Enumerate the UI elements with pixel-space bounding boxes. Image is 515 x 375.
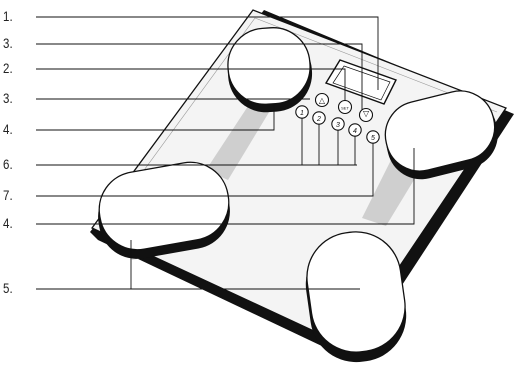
memory-button-1-label: 1 (300, 110, 304, 117)
leader-line-1 (36, 16, 379, 90)
callout-label-3b: 3. (3, 91, 13, 106)
control-buttons: △ SET △ 1 2 3 (295, 92, 380, 144)
foot-pad-upper-left (227, 27, 313, 113)
foot-pad-lower-right (305, 231, 407, 363)
scale-glass-platform (91, 9, 507, 347)
foot-pad-lower-left (98, 161, 230, 259)
foot-pad-right (384, 90, 498, 180)
down-button[interactable]: △ (358, 107, 374, 123)
callout-label-4b: 4. (3, 216, 13, 231)
up-arrow-icon: △ (319, 96, 326, 105)
callout-label-5: 5. (3, 281, 13, 296)
memory-button-5-label: 5 (371, 135, 375, 142)
down-arrow-icon: △ (362, 110, 369, 119)
memory-button-1[interactable]: 1 (295, 105, 309, 119)
leader-line-3a (36, 43, 363, 110)
memory-button-2[interactable]: 2 (312, 111, 326, 125)
memory-button-3[interactable]: 3 (331, 117, 345, 131)
connector-strip-upper-left (206, 100, 274, 180)
memory-button-5[interactable]: 5 (366, 130, 380, 144)
memory-button-4-label: 4 (353, 128, 357, 135)
set-button[interactable]: SET (337, 99, 353, 115)
memory-button-2-label: 2 (316, 116, 321, 123)
memory-button-3-label: 3 (336, 122, 340, 129)
display-window-inner (332, 65, 391, 101)
callout-label-1: 1. (3, 9, 13, 24)
callout-label-7: 7. (3, 188, 13, 203)
leader-line-4b (36, 148, 415, 225)
display-window (324, 59, 397, 105)
up-button[interactable]: △ (314, 92, 330, 108)
memory-button-4[interactable]: 4 (348, 123, 362, 137)
leader-lines (36, 16, 415, 290)
callout-label-2: 2. (3, 61, 13, 76)
callout-label-4: 4. (3, 122, 13, 137)
glass-reflection-line (103, 17, 498, 226)
leader-line-2 (36, 68, 346, 100)
callout-label-6: 6. (3, 157, 13, 172)
callout-label-3: 3. (3, 36, 13, 51)
leader-line-4a (36, 104, 275, 131)
leader-line-7 (36, 143, 374, 197)
set-button-label: SET (341, 106, 349, 111)
